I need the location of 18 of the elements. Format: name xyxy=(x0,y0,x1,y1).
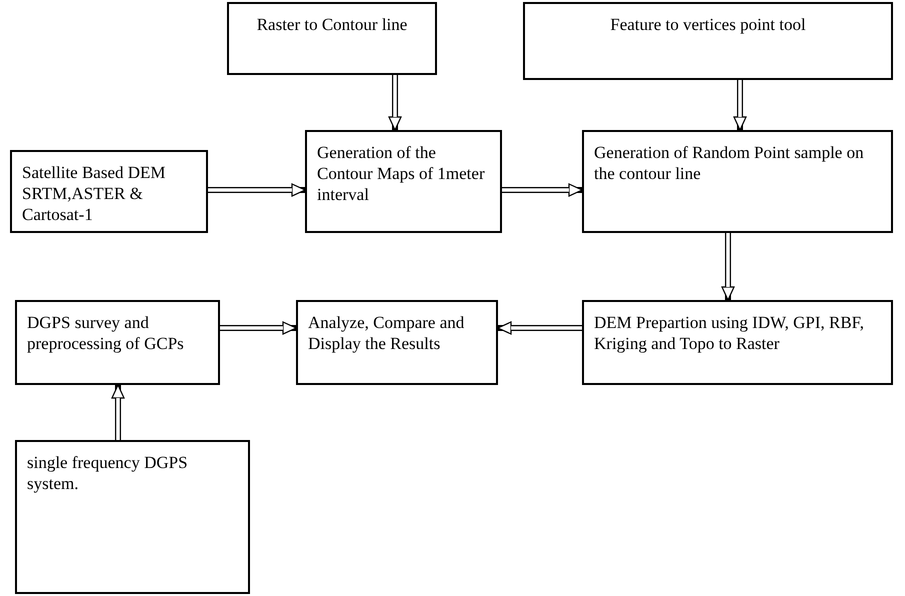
process-box xyxy=(582,300,893,385)
box-text: DGPS survey and preprocessing of GCPs xyxy=(27,312,185,354)
process-box xyxy=(10,150,208,233)
box-text: Raster to Contour line xyxy=(256,14,408,35)
process-box xyxy=(15,440,250,594)
process-box xyxy=(582,130,893,233)
box-text: Satellite Based DEM SRTM,ASTER & Cartosat-1 xyxy=(22,162,167,225)
box-text: single frequency DGPS system. xyxy=(27,452,189,494)
process-box xyxy=(15,300,220,385)
process-box xyxy=(227,2,437,75)
box-text: Generation of the Contour Maps of 1meter interval xyxy=(317,142,486,205)
box-text: Generation of Random Point sample on the contour line xyxy=(594,142,865,184)
box-text: Analyze, Compare and Display the Results xyxy=(308,312,466,354)
process-box xyxy=(305,130,502,233)
process-box xyxy=(296,300,498,385)
box-text: Feature to vertices point tool xyxy=(610,14,806,35)
box-text: DEM Prepartion using IDW, GPI, RBF, Kriging and Topo to Raster xyxy=(594,312,866,354)
process-box xyxy=(523,2,893,80)
